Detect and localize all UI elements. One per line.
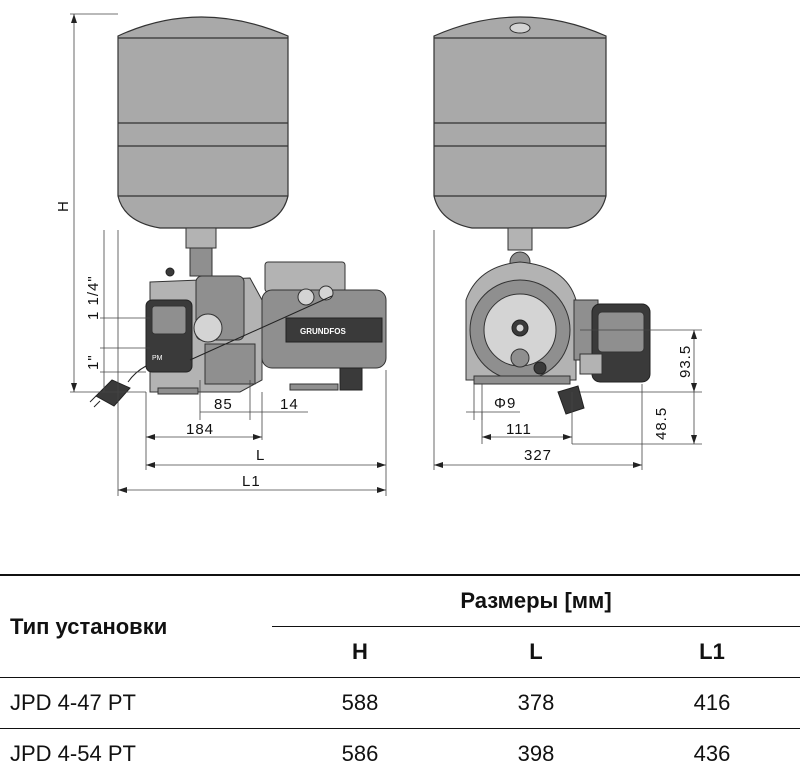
row-H: 586 <box>272 728 448 779</box>
dim-14-label: 14 <box>280 396 299 413</box>
side-view: GRUNDFOS PM H 1 1/4" 1" <box>55 13 387 496</box>
dim-phi9-label: Φ9 <box>494 395 516 412</box>
table-row: JPD 4-54 PT 586 398 436 <box>0 728 800 779</box>
dim-93-5-label: 93.5 <box>677 345 694 378</box>
dim-111-label: 111 <box>506 421 532 438</box>
dim-184-label: 184 <box>186 421 214 438</box>
dim-thread-bottom-label: 1" <box>85 354 102 370</box>
dim-H-label: H <box>55 200 72 212</box>
dim-thread-top-label: 1 1/4" <box>85 275 102 320</box>
col-header-H: H <box>272 626 448 678</box>
row-L1: 416 <box>623 677 800 729</box>
grundfos-logo-text: GRUNDFOS <box>300 327 346 336</box>
table-subheader-row: H L L1 <box>0 626 800 678</box>
row-L1: 436 <box>623 728 800 779</box>
dimensions-header: Размеры [мм] <box>272 574 800 627</box>
table-header-row: Тип установки Размеры [мм] <box>0 574 800 678</box>
dim-85-label: 85 <box>214 396 233 413</box>
pump-technical-drawing: GRUNDFOS PM H 1 1/4" 1" <box>55 13 702 496</box>
row-type: JPD 4-54 PT <box>0 728 272 779</box>
dim-48-5-label: 48.5 <box>653 407 670 440</box>
dim-L-label: L <box>256 447 265 464</box>
power-plug <box>95 379 131 407</box>
col-header-L: L <box>447 626 624 678</box>
row-L: 378 <box>447 677 624 729</box>
row-L: 398 <box>447 728 624 779</box>
dimensions-table: Тип установки Размеры [мм] H L L1 JPD 4-… <box>0 574 800 779</box>
front-view: 93.5 48.5 Φ9 111 327 <box>433 16 702 470</box>
col-header-L1: L1 <box>623 626 800 678</box>
table-row: JPD 4-47 PT 588 378 416 <box>0 677 800 729</box>
dim-327-label: 327 <box>524 447 552 464</box>
type-column-header: Тип установки <box>0 574 272 678</box>
dim-L1-label: L1 <box>242 473 261 490</box>
row-H: 588 <box>272 677 448 729</box>
controller-label: PM <box>152 355 163 362</box>
front-view-plug <box>557 385 585 415</box>
row-type: JPD 4-47 PT <box>0 677 272 729</box>
